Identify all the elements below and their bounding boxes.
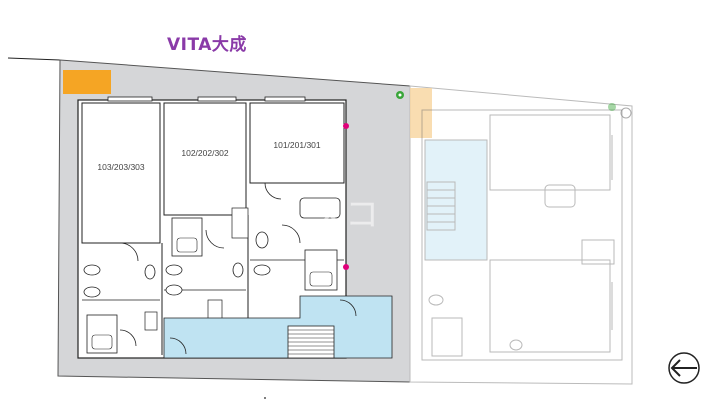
boundary-line bbox=[7, 57, 61, 61]
window bbox=[264, 96, 306, 102]
sink bbox=[83, 286, 101, 298]
floor-plan-faded bbox=[421, 109, 623, 361]
unit-label: 102/202/302 bbox=[181, 148, 229, 158]
common-corridor bbox=[163, 295, 393, 359]
parking-space bbox=[63, 70, 111, 94]
north-arrow-icon bbox=[668, 352, 700, 384]
unit-room bbox=[81, 102, 161, 244]
marker-dot-icon bbox=[343, 123, 349, 129]
sink-counter bbox=[299, 197, 341, 219]
marker-dot-icon bbox=[343, 264, 349, 270]
tree-icon bbox=[608, 103, 616, 111]
window bbox=[197, 96, 237, 102]
site-area-faded bbox=[409, 85, 633, 385]
unit-label: 103/203/303 bbox=[97, 162, 145, 172]
unit-label: 101/201/301 bbox=[273, 140, 321, 150]
unit-room bbox=[249, 102, 345, 184]
toilet bbox=[83, 264, 101, 276]
watermark: スコ bbox=[311, 195, 379, 235]
property-title: VITA大成 bbox=[167, 35, 247, 55]
unit-room bbox=[163, 102, 247, 216]
window bbox=[107, 96, 153, 102]
toilet bbox=[165, 264, 183, 276]
toilet bbox=[255, 231, 269, 249]
stair-closet bbox=[231, 207, 249, 239]
parking-space-faded bbox=[410, 88, 432, 138]
